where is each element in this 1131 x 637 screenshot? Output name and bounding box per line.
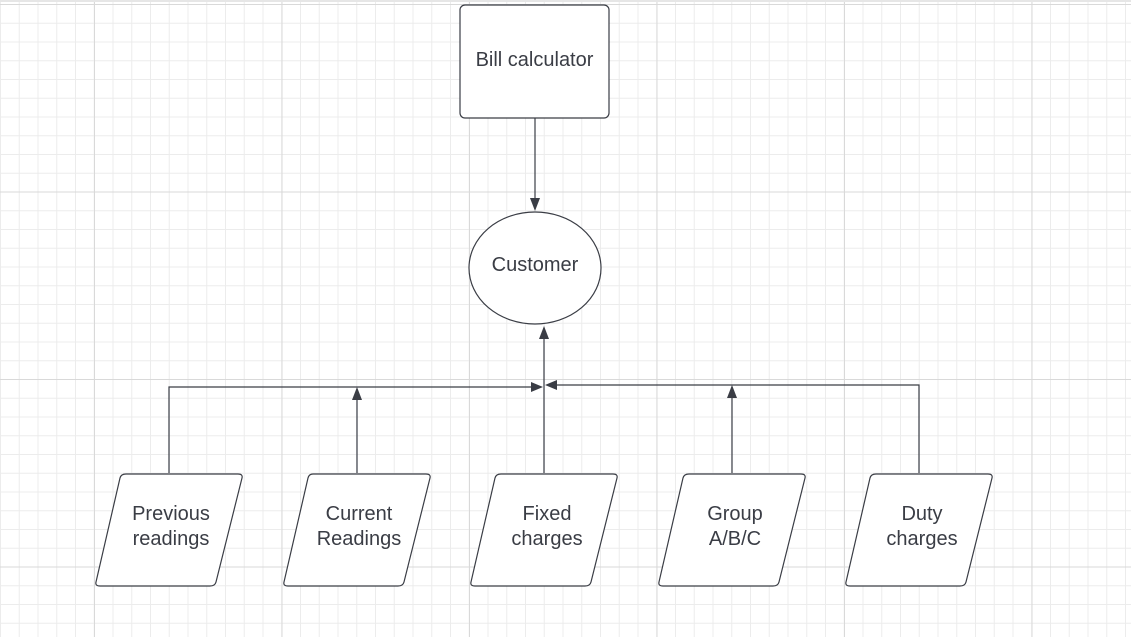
duty-charges-label: Duty charges — [886, 503, 958, 550]
current-readings-label: Current Readings — [316, 503, 402, 550]
group-label: Group A/B/C — [707, 503, 763, 550]
connector-previous-readings[interactable] — [168, 386, 531, 473]
bill-calculator-box[interactable] — [459, 4, 610, 119]
arrowhead-customer-bottom — [539, 326, 549, 339]
arrowhead-customer-top — [530, 198, 540, 211]
current-readings-shape[interactable] — [283, 473, 431, 587]
fixed-charges-label: Fixed charges — [511, 503, 583, 550]
fixed-charges-shape[interactable] — [470, 473, 618, 587]
arrowhead-current-readings — [352, 387, 362, 400]
duty-charges-shape[interactable] — [845, 473, 993, 587]
group-shape[interactable] — [658, 473, 806, 587]
customer-ellipse[interactable] — [468, 211, 602, 325]
previous-readings-label: Previous readings — [132, 503, 210, 550]
arrowhead-duty-charges — [545, 380, 557, 390]
bill-calculator-label: Bill calculator — [475, 49, 594, 71]
previous-readings-shape[interactable] — [95, 473, 243, 587]
arrowhead-group — [727, 385, 737, 398]
connector-duty-charges[interactable] — [557, 384, 920, 473]
customer-label: Customer — [491, 253, 579, 276]
arrowhead-previous-readings — [531, 382, 543, 392]
